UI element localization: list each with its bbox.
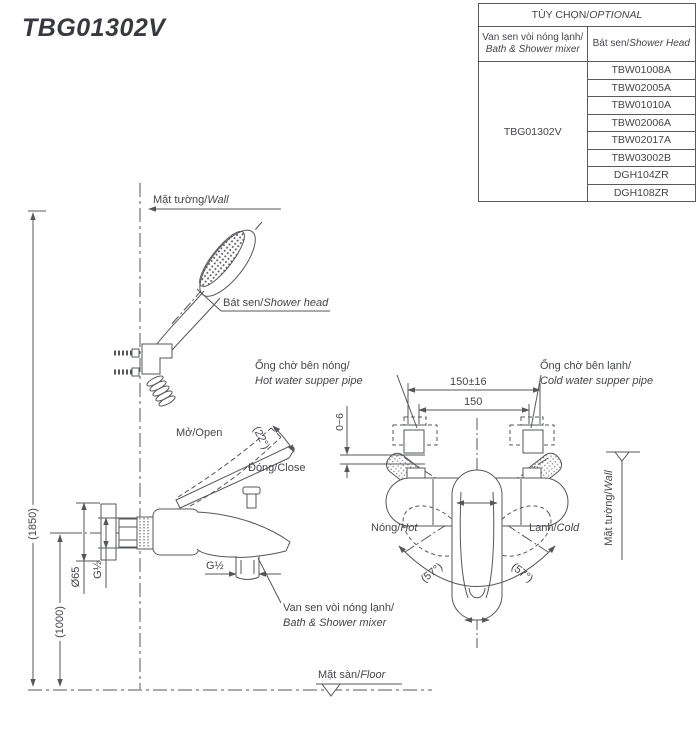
wall-right-label: Mặt tường/Wall <box>603 470 615 546</box>
open-label: Mở/Open <box>176 427 223 439</box>
mixer-label-leader <box>257 557 282 604</box>
screw-icon <box>131 367 140 377</box>
table-row: TBW02006A <box>586 113 696 132</box>
shower-head-label: Bát sen/Shower head <box>223 297 329 309</box>
cold-pipe-leader <box>530 374 542 429</box>
diverter-knob <box>242 486 261 495</box>
cold-label: Lạnh/Cold <box>529 522 580 534</box>
dim-o65-label: Ø65 <box>70 566 82 588</box>
table-row: TBW03002B <box>586 148 696 167</box>
option-table: TÙY CHỌN/OPTIONAL Van sen vòi nóng lạnh/… <box>478 3 696 202</box>
dim-g12-outlet-label: G½ <box>206 560 224 572</box>
table-row: TBW01010A <box>586 96 696 115</box>
wall-top-label: Mặt tường/Wall <box>153 194 229 206</box>
col-shower-header: Bát sen/Shower Head <box>586 26 696 62</box>
hot-pipe-label: Ống chờ bên nóng/Hot water supper pipe <box>255 360 363 387</box>
dim-0-6-label: 0~6 <box>334 413 346 431</box>
hose-coil <box>146 375 176 407</box>
mixer-label: Van sen vòi nóng lạnh/Bath & Shower mixe… <box>283 602 395 629</box>
table-row: TBW02017A <box>586 131 696 150</box>
table-header: TÙY CHỌN/OPTIONAL <box>478 3 696 27</box>
swing-arc-22 <box>272 425 295 453</box>
screw-icon <box>131 348 140 358</box>
dim-g12-left-label: G½ <box>92 561 104 579</box>
dim-150-16-label: 150±16 <box>450 376 487 388</box>
product-code-cell: TBG01302V <box>478 61 588 202</box>
table-row: TBW02005A <box>586 78 696 97</box>
table-row: DGH108ZR <box>586 183 696 202</box>
shower-handle-edge <box>166 297 221 357</box>
col-mixer-header: Van sen vòi nóng lạnh/Bath & Shower mixe… <box>478 26 588 62</box>
wall-datum-icon <box>613 451 631 462</box>
floor-datum-icon <box>321 683 341 697</box>
shower-head <box>199 229 256 297</box>
dim-1850-label: (1850) <box>26 505 40 543</box>
dim-1000-label: (1000) <box>53 603 67 641</box>
lever-open <box>189 436 282 507</box>
hex-nut <box>118 518 138 548</box>
lever-open <box>177 427 272 498</box>
hot-label: Nóng/Hot <box>371 522 418 534</box>
threaded-union <box>136 516 154 550</box>
dim-150-label: 150 <box>464 396 483 408</box>
cold-pipe-label: Ống chờ bên lạnh/Cold water supper pipe <box>540 360 654 387</box>
close-label: Đóng/Close <box>248 462 306 474</box>
shower-handle-edge <box>152 290 205 350</box>
lever-closed <box>175 445 295 509</box>
spout <box>196 511 291 558</box>
swing-arc-57 <box>398 545 556 587</box>
page-title: TBG01302V <box>22 14 166 42</box>
shower-label-leader <box>196 288 222 312</box>
table-row: DGH104ZR <box>586 166 696 185</box>
valve-body <box>152 508 200 556</box>
wall-bracket <box>141 343 173 375</box>
floor-label: Mặt sàn/Floor <box>318 669 386 681</box>
hot-pipe-leader <box>396 374 418 429</box>
wall-flange <box>100 503 117 561</box>
table-row: TBW01008A <box>586 61 696 80</box>
